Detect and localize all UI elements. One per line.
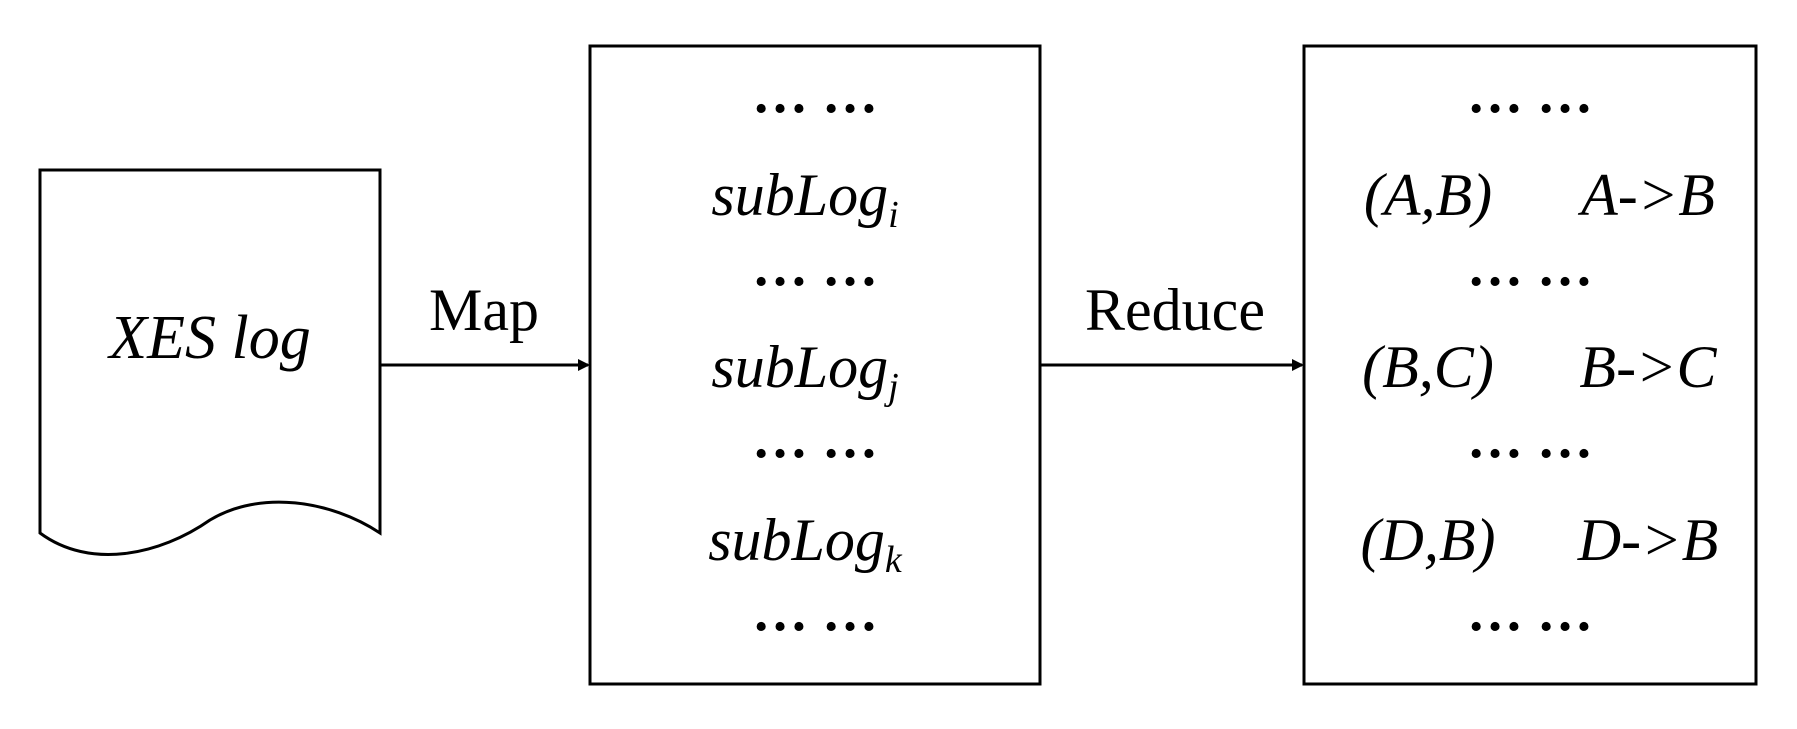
relation-arrow-text: B->C: [1579, 334, 1717, 400]
xes-log-label: XES log: [106, 304, 310, 372]
relation-pair: (A,B): [1364, 162, 1492, 228]
relation-pair: (B,C): [1362, 334, 1494, 400]
relation-box: … … (A,B) A->B … … (B,C) B->C … … (D,B) …: [1302, 44, 1758, 686]
sublog-item: subLogi: [711, 162, 898, 236]
ellipsis: … …: [1467, 236, 1593, 298]
ellipsis: … …: [752, 63, 878, 125]
ellipsis: … …: [1467, 408, 1593, 470]
sublog-box: … … subLogi … … subLogj … … subLogk … …: [588, 44, 1042, 686]
reduce-label: Reduce: [1085, 277, 1265, 343]
ellipsis: … …: [1467, 581, 1593, 643]
map-arrow: Map: [380, 277, 590, 371]
ellipsis: … …: [752, 236, 878, 298]
ellipsis: … …: [1467, 63, 1593, 125]
relation-pair: (D,B): [1361, 507, 1496, 573]
map-label: Map: [429, 277, 539, 343]
ellipsis: … …: [752, 408, 878, 470]
sublog-item: subLogj: [711, 334, 898, 408]
xes-log-document: XES log: [38, 168, 382, 556]
relation-arrow-text: A->B: [1577, 162, 1715, 228]
ellipsis: … …: [752, 581, 878, 643]
reduce-arrow: Reduce: [1040, 277, 1304, 371]
relation-arrow-text: D->B: [1577, 507, 1718, 573]
sublog-item: subLogk: [708, 507, 903, 581]
